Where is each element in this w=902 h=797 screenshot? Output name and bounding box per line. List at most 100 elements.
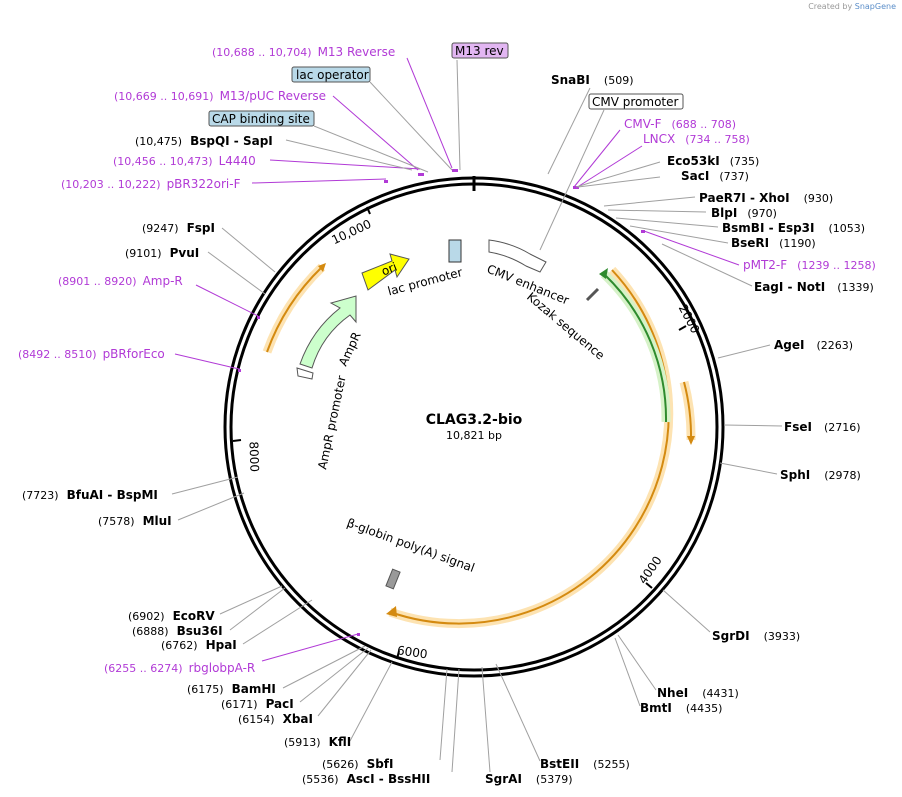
leader-line	[174, 353, 240, 370]
leader-line	[575, 161, 661, 188]
leader-line	[451, 668, 460, 773]
lac-operator-label: lac operator	[296, 68, 369, 82]
orf-green-arrowhead	[599, 268, 608, 279]
leader-line	[317, 649, 372, 717]
leader-line	[219, 585, 283, 615]
primer-label-m13puc: (10,669 .. 10,691)M13/pUC Reverse	[114, 89, 326, 103]
enzyme-saci: SacI(737)	[681, 169, 749, 183]
leader-line	[406, 57, 453, 169]
leader-line	[221, 227, 276, 273]
primer-marks	[238, 169, 645, 636]
leader-line	[299, 647, 369, 703]
orf-left	[266, 266, 323, 353]
cap-binding-label: CAP binding site	[212, 112, 310, 126]
leader-line	[495, 663, 541, 762]
leader-line	[349, 661, 393, 742]
primer-label-pmt2f: pMT2-F(1239 .. 1258)	[743, 258, 876, 272]
watermark: Created by SnapGene	[808, 2, 896, 11]
enzyme-xbai: (6154)XbaI	[238, 712, 313, 726]
callout-lines	[171, 57, 783, 773]
primer-labels: (10,688 .. 10,704)M13 Reverse (10,669 ..…	[18, 45, 876, 675]
primer-label-pbrforeco: (8492 .. 8510)pBRforEco	[18, 347, 165, 361]
leader-line	[332, 95, 419, 171]
primer-label-m13-reverse: (10,688 .. 10,704)M13 Reverse	[212, 45, 395, 59]
primer-label-l4440: (10,456 .. 10,473)L4440	[113, 154, 256, 168]
enzyme-bfuai-bspmi: (7723)BfuAI - BspMI	[22, 488, 158, 502]
leader-line	[369, 81, 453, 171]
primer-mark	[452, 169, 458, 172]
tick-marks	[232, 206, 687, 660]
leader-line	[717, 344, 771, 359]
leader-line	[481, 666, 491, 773]
lac-small-features	[448, 239, 462, 263]
ampr-feature	[299, 295, 357, 369]
enzyme-hpai: (6762)HpaI	[161, 638, 237, 652]
enzyme-agei: AgeI(2263)	[774, 338, 853, 352]
enzyme-blpi: BlpI(970)	[711, 206, 777, 220]
leader-line	[617, 634, 657, 691]
leader-line	[547, 87, 591, 175]
primer-mark	[357, 633, 360, 636]
tick-6000	[396, 650, 400, 660]
leader-line	[539, 109, 605, 251]
enzyme-sgrai: SgrAI(5379)	[485, 772, 572, 786]
enzyme-nhei: NheI(4431)	[657, 686, 739, 700]
enzyme-sphi: SphI(2978)	[780, 468, 861, 482]
leader-line	[723, 424, 783, 427]
leader-line	[607, 209, 707, 213]
leader-line	[177, 492, 245, 521]
primer-mark	[573, 186, 579, 189]
leader-line	[313, 125, 429, 173]
leader-line	[207, 251, 266, 295]
tick-4000	[645, 582, 653, 589]
ori-label: ori	[379, 260, 399, 279]
enzyme-bsu36i: (6888)Bsu36I	[132, 624, 223, 638]
enzyme-fspi: (9247)FspI	[142, 221, 215, 235]
primer-label-rbglobpa: (6255 .. 6274)rbglobpA-R	[104, 661, 255, 675]
primer-mark	[384, 180, 388, 183]
lac-operator-box	[291, 66, 371, 83]
orf-left-arrowhead	[318, 263, 326, 272]
primer-label-pbr322ori: (10,203 .. 10,222)pBR322ori-F	[61, 177, 241, 191]
enzyme-bsmbi-esp3i: BsmBI - Esp3I(1053)	[722, 221, 865, 235]
primer-mark	[257, 316, 260, 319]
primer-mark	[641, 230, 645, 233]
leader-line	[251, 178, 387, 184]
enzyme-bsteii: BstEII(5255)	[540, 757, 630, 771]
leader-line	[614, 637, 641, 707]
ampr-promoter-label: AmpR promoter	[315, 374, 349, 470]
enzyme-bamhi: (6175)BamHI	[187, 682, 276, 696]
enzyme-eagi-noti: EagI - NotI(1339)	[754, 280, 874, 294]
enzyme-bmti: BmtI(4435)	[640, 701, 722, 715]
leader-line	[661, 243, 753, 287]
leader-line	[269, 159, 421, 170]
leader-line	[643, 230, 740, 266]
leader-line	[577, 176, 661, 188]
m13-rev-box	[451, 42, 509, 59]
primer-label-ampr: (8901 .. 8920)Amp-R	[58, 274, 183, 288]
orf-main	[389, 269, 670, 625]
leader-line	[615, 217, 719, 228]
enzyme-pvui: (9101)PvuI	[125, 246, 199, 260]
primer-mark	[238, 369, 241, 372]
tick-label-8000: 8000	[247, 441, 262, 472]
leader-line	[242, 599, 313, 645]
enzyme-eco53ki: Eco53kI(735)	[667, 154, 759, 168]
enzyme-sgrdi: SgrDI(3933)	[712, 629, 800, 643]
enzyme-bseri: BseRI(1190)	[731, 236, 816, 250]
ampr-promoter-feature	[296, 367, 314, 380]
orf-main-halo	[388, 266, 674, 629]
leader-line	[229, 587, 286, 631]
cmv-enhancer-feature	[488, 239, 547, 273]
primer-mark	[418, 173, 424, 176]
m13-rev-box-label: M13 rev	[455, 44, 504, 58]
plasmid-name: CLAG3.2-bio	[426, 412, 523, 428]
leader-line	[573, 129, 621, 188]
snapgene-logo: SnapGene	[854, 2, 896, 11]
enzyme-mlui: (7578)MluI	[98, 514, 172, 528]
enzyme-kfli: (5913)KflI	[284, 735, 351, 749]
orf-short-arrowhead	[687, 436, 695, 445]
leader-line	[261, 633, 359, 662]
enzyme-paci: (6171)PacI	[221, 697, 294, 711]
